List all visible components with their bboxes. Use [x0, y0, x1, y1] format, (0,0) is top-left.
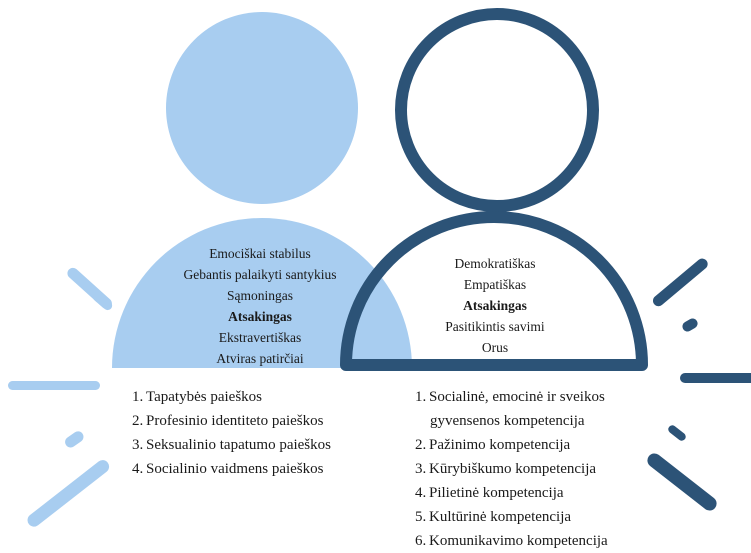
- list-text: Profesinio identiteto paieškos: [146, 413, 324, 429]
- right-dash-4: [668, 425, 686, 441]
- left-person-head: [166, 12, 358, 204]
- list-number: 1.: [415, 389, 427, 405]
- list-text: Seksualinio tapatumo paieškos: [146, 437, 331, 453]
- list-item: 1.Tapatybės paieškos: [132, 385, 331, 409]
- list-item: 3.Kūrybiškumo kompetencija: [415, 457, 715, 481]
- list-item: 6.Komunikavimo kompetencija: [415, 529, 715, 553]
- right-decor-dashes: [647, 258, 751, 511]
- list-text: gyvensenos kompetencija: [430, 413, 585, 429]
- left-person-traits: Emocišk­ai stabilus Gebantis palaikyti s…: [140, 243, 380, 369]
- trait-label-highlighted: Atsakingas: [463, 298, 527, 313]
- trait-label: Orus: [481, 340, 509, 355]
- list-number: 3.: [415, 461, 427, 477]
- trait-label: Sąmoningas: [227, 288, 293, 303]
- right-dash-5: [647, 453, 717, 511]
- list-text: Socialinio vaidmens paieškos: [146, 461, 324, 477]
- right-dash-2: [682, 318, 698, 332]
- list-text: Kūrybiškumo kompetencija: [429, 461, 597, 477]
- right-person-body: [340, 211, 648, 371]
- list-item: 2.Pažinimo kompetencija: [415, 433, 715, 457]
- list-text: Pažinimo kompetencija: [429, 437, 571, 453]
- list-text: Komunikavimo kompetencija: [429, 533, 608, 549]
- list-text: Pilietinė kompetencija: [429, 485, 564, 501]
- trait-label: Pasitikintis savimi: [445, 319, 545, 334]
- list-text: Tapatybės paieškos: [146, 389, 263, 405]
- list-item: 4.Pilietinė kompetencija: [415, 481, 715, 505]
- right-numbered-list: 1.Socialinė, emocinė ir sveikos gyvensen…: [415, 385, 715, 553]
- list-number: 4.: [415, 485, 427, 501]
- right-dash-1: [652, 258, 708, 307]
- list-number: 5.: [415, 509, 427, 525]
- list-number: 4.: [132, 461, 144, 477]
- list-item-continuation: gyvensenos kompetencija: [415, 409, 715, 433]
- list-item: 2.Profesinio identiteto paieškos: [132, 409, 331, 433]
- trait-label: Ekstravertiškas: [218, 330, 302, 345]
- trait-label: Demokratiškas: [454, 256, 536, 271]
- list-number: 2.: [415, 437, 427, 453]
- trait-label: Emocišk­ai stabilus: [209, 246, 311, 261]
- right-person-traits: Demokratiškas Empatiškas Atsakingas Pasi…: [395, 253, 595, 358]
- left-dash-4: [65, 431, 84, 448]
- trait-label: Gebantis palaikyti santykius: [183, 267, 337, 282]
- trait-label-highlighted: Atsakingas: [228, 309, 292, 324]
- list-item: 5.Kultūrinė kompetencija: [415, 505, 715, 529]
- left-numbered-list: 1.Tapatybės paieškos 2.Profesinio identi…: [132, 385, 331, 481]
- right-person-head: [395, 8, 599, 212]
- list-item: 1.Socialinė, emocinė ir sveikos: [415, 385, 715, 409]
- list-item: 4.Socialinio vaidmens paieškos: [132, 457, 331, 481]
- list-number: 3.: [132, 437, 144, 453]
- list-item: 3.Seksualinio tapatumo paieškos: [132, 433, 331, 457]
- left-person-body: [112, 218, 412, 368]
- trait-label: Atviras patirčiai: [216, 351, 304, 366]
- list-number: 2.: [132, 413, 144, 429]
- list-text: Kultūrinė kompetencija: [429, 509, 572, 525]
- list-text: Socialinė, emocinė ir sveikos: [429, 389, 605, 405]
- trait-label: Empatiškas: [463, 277, 527, 292]
- list-number: 1.: [132, 389, 144, 405]
- left-dash-3: [8, 381, 100, 390]
- left-dash-2: [93, 292, 113, 311]
- right-dash-3: [680, 373, 751, 383]
- left-decor-dashes: [8, 267, 113, 527]
- list-number: 6.: [415, 533, 427, 549]
- left-dash-5: [27, 460, 110, 527]
